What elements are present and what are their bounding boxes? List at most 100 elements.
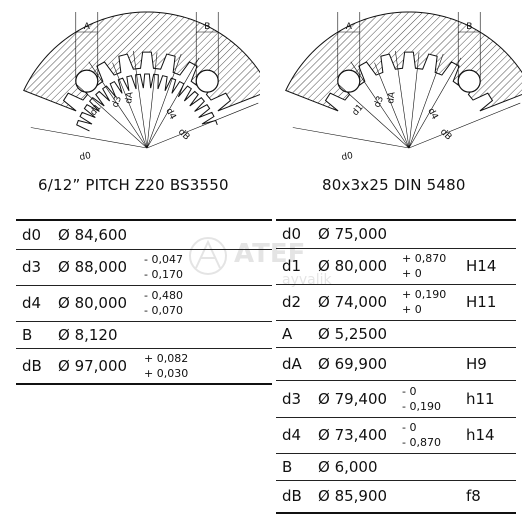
- fit-class: [466, 320, 516, 347]
- tolerance-cell: - 0,480 - 0,070: [144, 285, 248, 321]
- fit-class: [248, 321, 272, 348]
- dimension-value: Ø 69,900: [318, 354, 388, 373]
- table-row: d4 Ø 73,400 - 0 - 0,870 h14: [276, 417, 516, 453]
- drawing-label-d4: d4: [163, 107, 177, 122]
- table-row: d0 Ø 84,600: [16, 220, 272, 249]
- dimension-value: Ø 80,000: [58, 294, 128, 312]
- drawing-label-d0: d0: [79, 151, 92, 163]
- tolerance-lower: - 0,070: [144, 304, 183, 317]
- tolerance-cell: - 0 - 0,870: [402, 417, 466, 453]
- dimension-value: Ø 5,2500: [318, 324, 388, 343]
- drawing-label-b: B: [466, 22, 472, 32]
- dimension-symbol: d2: [282, 293, 302, 311]
- tolerance-cell: + 0,082+ 0,030: [144, 348, 248, 384]
- dimension-symbol: d1: [282, 257, 302, 275]
- drawing-label-d3: d3: [373, 95, 387, 109]
- table-row: d3 Ø 88,000 - 0,047 - 0,170: [16, 249, 272, 285]
- dimension-symbol: dB: [282, 487, 302, 506]
- tolerance-upper: - 0: [402, 421, 417, 434]
- dimension-symbol: A: [282, 324, 293, 343]
- tolerance-upper: + 0,190: [402, 288, 447, 301]
- fit-class: h14: [466, 426, 495, 444]
- tolerance-cell: - 0,047 - 0,170: [144, 249, 248, 285]
- drawing-label-b: B: [204, 22, 210, 32]
- dimension-symbol: d0: [282, 225, 302, 244]
- drawing-label-a: A: [84, 22, 91, 32]
- table-row: d4 Ø 80,000 - 0,480 - 0,070: [16, 285, 272, 321]
- drawing-label-a: A: [346, 22, 353, 32]
- dimension-symbol: B: [22, 325, 33, 344]
- fit-class: [248, 249, 272, 285]
- table-row: d2 Ø 74,000 + 0,190 + 0 H11: [276, 284, 516, 320]
- dimension-symbol: B: [282, 457, 293, 476]
- table-row: B Ø 6,000: [276, 453, 516, 480]
- tolerance-cell: - 0- 0,190: [402, 380, 466, 417]
- dimension-value: Ø 8,120: [58, 325, 118, 344]
- fit-class: [248, 285, 272, 321]
- tolerance-cell: [402, 453, 466, 480]
- fit-class: [466, 453, 516, 480]
- tolerance-cell: [402, 480, 466, 513]
- tolerance-upper: - 0: [402, 384, 417, 398]
- dimension-value: Ø 97,000: [58, 356, 128, 375]
- tolerance-lower: + 0: [402, 267, 422, 280]
- watermark-logo: ATEF ayvalik: [189, 237, 333, 288]
- tolerance-lower: - 0,170: [144, 268, 183, 281]
- table-row: A Ø 5,2500: [276, 320, 516, 347]
- tolerance-upper: + 0,870: [402, 252, 447, 265]
- drawing-label-dA: dA: [386, 90, 398, 104]
- drawing-label-dA: dA: [124, 90, 136, 104]
- dimension-value: Ø 74,000: [318, 293, 388, 311]
- dimension-symbol: d4: [22, 294, 42, 312]
- caption-left: 6/12” PITCH Z20 BS3550: [38, 176, 229, 194]
- caption-right: 80x3x25 DIN 5480: [322, 176, 466, 194]
- watermark-title: ATEF: [234, 239, 305, 269]
- fit-class: [466, 220, 516, 248]
- dimension-symbol: d3: [282, 389, 302, 408]
- tolerance-upper: + 0,082: [144, 351, 189, 365]
- tolerance-lower: - 0,870: [402, 436, 441, 449]
- tolerance-lower: + 0,030: [144, 366, 189, 380]
- dimension-value: Ø 84,600: [58, 225, 128, 244]
- dimension-value: Ø 73,400: [318, 426, 388, 444]
- watermark-subtitle: ayvalik: [282, 272, 333, 288]
- tolerance-cell: [144, 220, 248, 249]
- fit-class: H11: [466, 293, 497, 311]
- drawing-label-d0: d0: [341, 151, 354, 163]
- tolerance-cell: + 0,870 + 0: [402, 248, 466, 284]
- dimension-value: Ø 80,000: [318, 257, 388, 275]
- table-row: dA Ø 69,900 H9: [276, 347, 516, 380]
- drawing-label-d4: d4: [425, 107, 439, 122]
- dimension-value: Ø 79,400: [318, 389, 388, 408]
- tolerance-cell: [402, 220, 466, 248]
- dimension-symbol: d3: [22, 258, 42, 276]
- tolerance-lower: + 0: [402, 303, 422, 316]
- dimension-value: Ø 88,000: [58, 258, 128, 276]
- tolerance-upper: - 0,047: [144, 253, 183, 266]
- dimension-symbol: d4: [282, 426, 302, 444]
- dimension-symbol: d0: [22, 225, 42, 244]
- drawing-label-dB: dB: [438, 127, 453, 142]
- tolerance-cell: [144, 321, 248, 348]
- fit-class: H9: [466, 354, 487, 373]
- dimension-symbol: dA: [282, 354, 302, 373]
- drawing-label-d1: d1: [351, 103, 366, 118]
- dimension-symbol: dB: [22, 356, 42, 375]
- dimension-value: Ø 6,000: [318, 457, 378, 476]
- drawing-label-dB: dB: [176, 127, 191, 142]
- spec-table-left: d0 Ø 84,600 d3 Ø 88,000 - 0,047 - 0,170 d4 Ø 80…: [16, 219, 272, 385]
- tolerance-upper: - 0,480: [144, 289, 183, 302]
- fit-class: [248, 348, 272, 384]
- tolerance-cell: [402, 320, 466, 347]
- fit-class: h11: [466, 389, 495, 408]
- tolerance-cell: + 0,190 + 0: [402, 284, 466, 320]
- tolerance-cell: [402, 347, 466, 380]
- fit-class: f8: [466, 487, 481, 506]
